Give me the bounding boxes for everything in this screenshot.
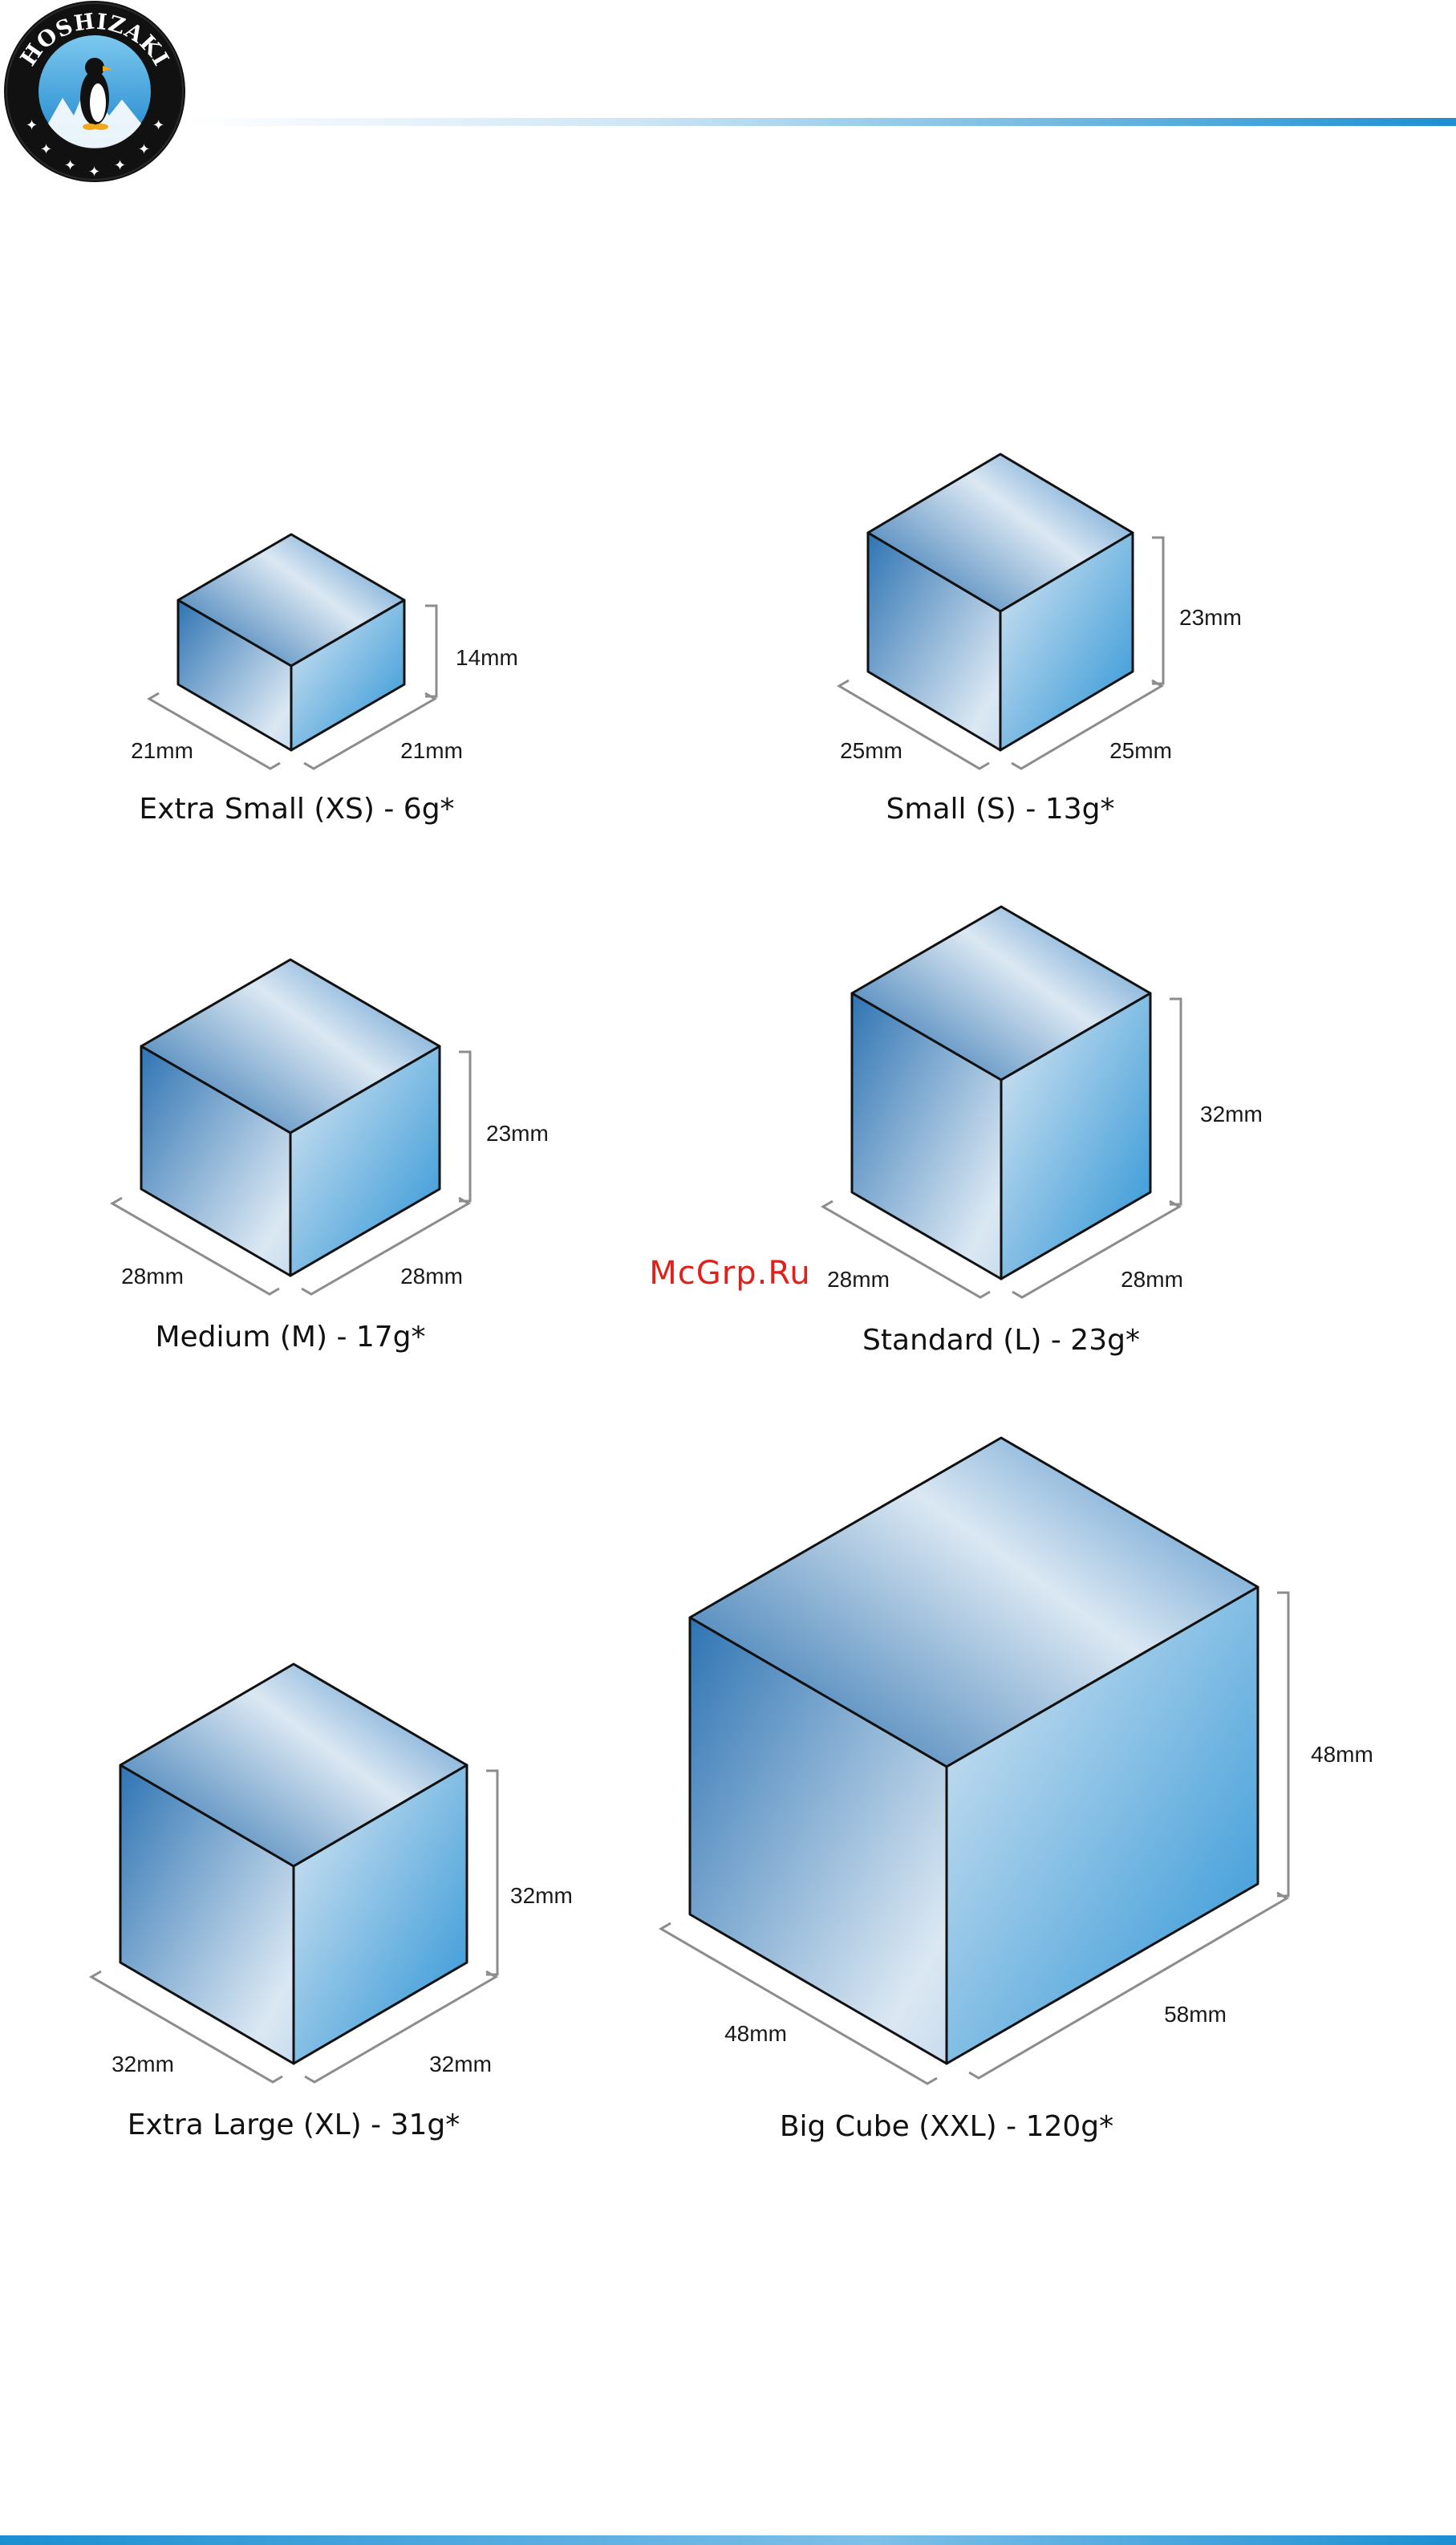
dimension-line-height: [486, 1771, 497, 1975]
cube-extra-large: 32mm 32mm 32mm Extra Large (XL) - 31g*: [91, 1664, 573, 2141]
width-label: 21mm: [400, 738, 463, 763]
svg-text:✦: ✦: [138, 141, 150, 158]
svg-text:✦: ✦: [152, 117, 164, 134]
width-label: 32mm: [429, 2052, 492, 2076]
depth-label: 28mm: [121, 1264, 184, 1289]
header-bar: [185, 118, 1456, 126]
cube-caption: Small (S) - 13g*: [886, 793, 1115, 826]
svg-text:✦: ✦: [64, 157, 76, 174]
cube-caption: Medium (M) - 17g*: [155, 1321, 425, 1354]
cube-caption: Big Cube (XXL) - 120g*: [780, 2110, 1113, 2143]
height-label: 32mm: [1200, 1102, 1263, 1126]
height-label: 14mm: [456, 645, 518, 670]
cube-standard: 28mm 28mm 32mm Standard (L) - 23g*: [823, 907, 1263, 1357]
dimension-line-height: [1170, 999, 1181, 1204]
cube-big-cube: 48mm 58mm 48mm Big Cube (XXL) - 120g*: [661, 1438, 1373, 2143]
height-label: 32mm: [510, 1883, 573, 1908]
cube-caption: Extra Small (XS) - 6g*: [139, 793, 454, 826]
svg-text:✦: ✦: [114, 157, 126, 174]
cube-caption: Standard (L) - 23g*: [862, 1324, 1140, 1357]
dimension-line-height: [1277, 1593, 1288, 1896]
dimension-line-height: [425, 606, 436, 696]
dimension-line-height: [459, 1052, 470, 1201]
dimension-line-height: [1152, 538, 1163, 684]
width-label: 25mm: [1109, 738, 1172, 763]
height-label: 23mm: [1179, 605, 1242, 630]
cube-caption: Extra Large (XL) - 31g*: [128, 2109, 460, 2141]
footer-bar: [0, 2535, 1456, 2545]
svg-text:✦: ✦: [88, 164, 100, 181]
height-label: 48mm: [1311, 1742, 1373, 1767]
cube-small: 25mm 25mm 23mm Small (S) - 13g*: [839, 454, 1242, 826]
height-label: 23mm: [486, 1121, 549, 1146]
watermark: McGrp.Ru: [649, 1255, 810, 1292]
svg-text:✦: ✦: [26, 117, 38, 134]
svg-text:✦: ✦: [40, 141, 52, 158]
width-label: 58mm: [1164, 2002, 1227, 2027]
width-label: 28mm: [400, 1264, 463, 1289]
depth-label: 25mm: [840, 738, 902, 763]
cube-medium: 28mm 28mm 23mm Medium (M) - 17g*: [112, 960, 549, 1354]
hoshizaki-logo: HOSHIZAKI ✦ ✦ ✦ ✦ ✦ ✦ ✦: [4, 1, 185, 182]
depth-label: 28mm: [827, 1267, 890, 1292]
depth-label: 32mm: [112, 2052, 174, 2076]
depth-label: 48mm: [724, 2021, 787, 2046]
depth-label: 21mm: [131, 738, 193, 763]
cube-extra-small: 21mm 21mm 14mm Extra Small (XS) - 6g*: [131, 534, 518, 826]
width-label: 28mm: [1121, 1267, 1183, 1292]
